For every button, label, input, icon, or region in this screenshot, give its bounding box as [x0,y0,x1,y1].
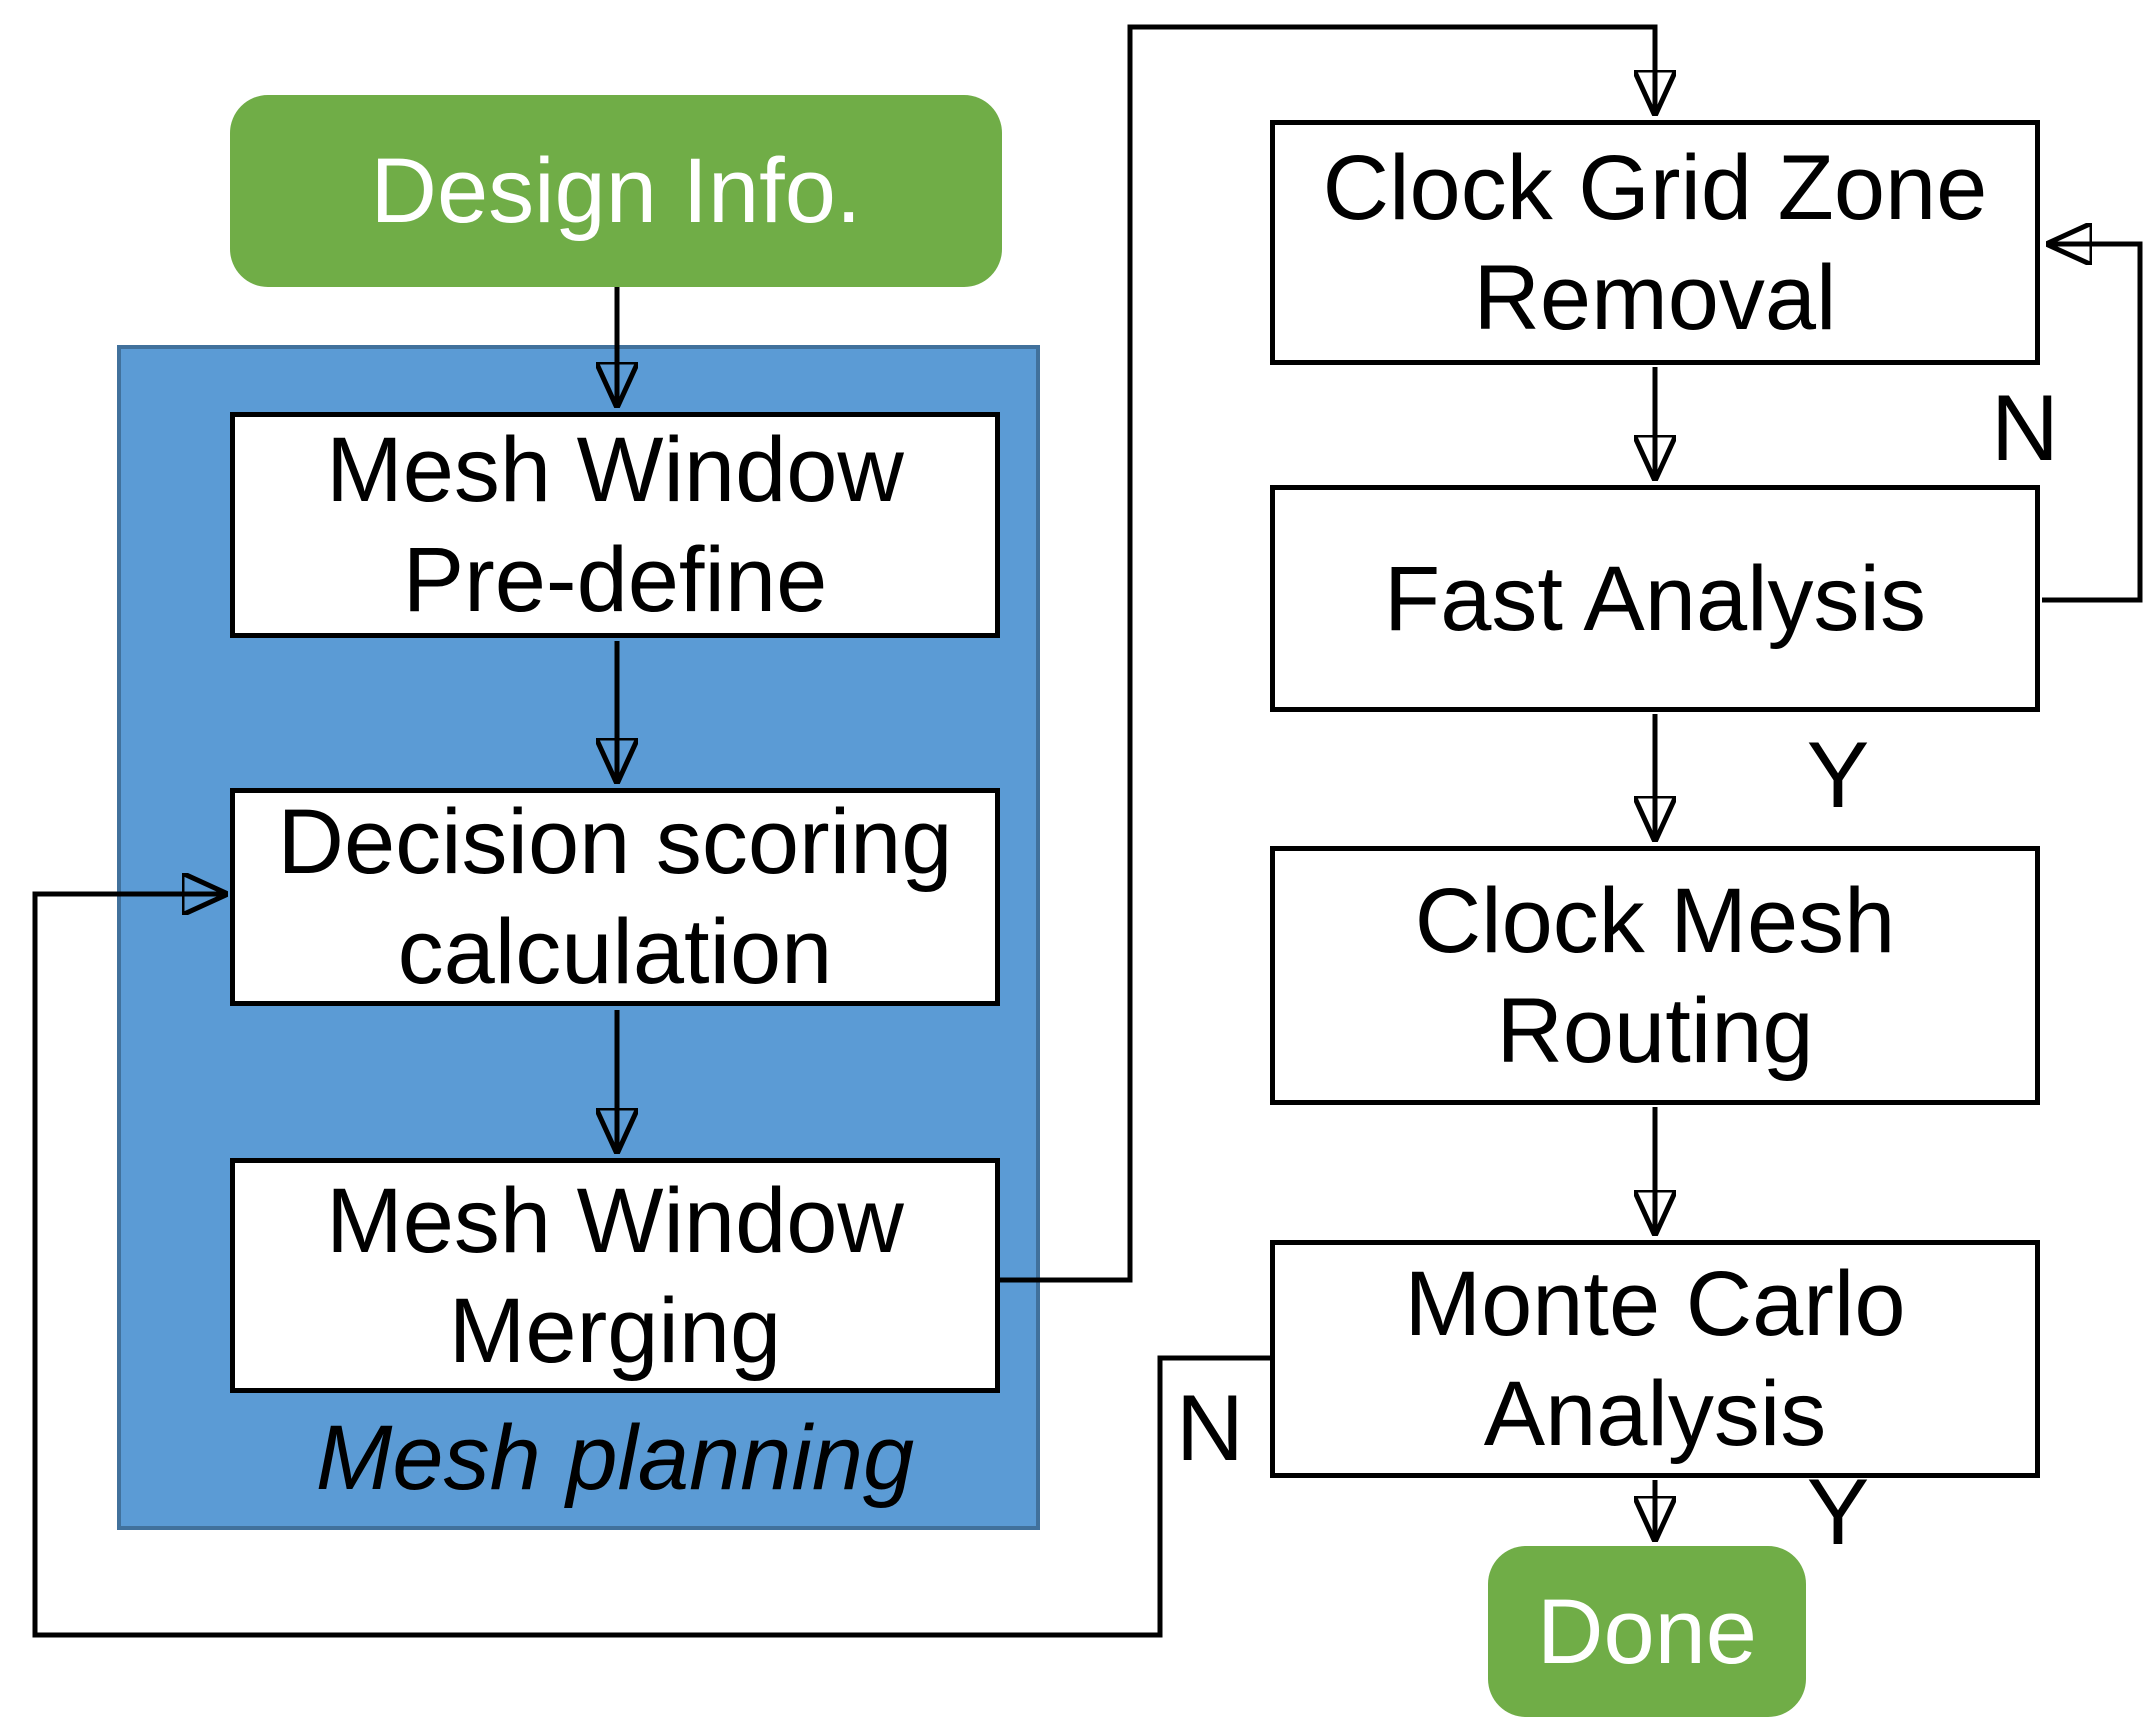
node-monte-carlo-analysis: Monte Carlo Analysis [1270,1240,2040,1478]
node-label-line: Merging [448,1279,782,1382]
mesh-planning-group-label: Mesh planning [315,1407,915,1509]
node-label-line: Mesh Window [326,419,904,521]
node-clock-grid-zone-removal: Clock Grid Zone Removal [1270,120,2040,365]
node-label-line: Fast Analysis [1384,547,1926,650]
node-clock-mesh-routing: Clock Mesh Routing [1270,846,2040,1105]
edge-label-fast-analysis-no: N [1991,375,2059,480]
node-label-line: Removal [1473,246,1837,349]
node-mesh-window-predefine: Mesh Window Pre-define [230,412,1000,638]
node-label-line: Routing [1496,979,1814,1082]
node-label-line: Mesh Window [326,1169,904,1272]
node-label-line: calculation [397,901,833,1003]
node-done: Done [1488,1546,1806,1717]
node-label-line: Pre-define [402,529,828,631]
node-decision-scoring-calculation: Decision scoring calculation [230,788,1000,1006]
node-label-line: Decision scoring [277,791,953,893]
node-design-info-label: Design Info. [370,140,862,242]
node-design-info: Design Info. [230,95,1002,287]
edge-label-monte-carlo-yes: Y [1806,1459,1870,1564]
node-label-line: Monte Carlo [1404,1253,1906,1355]
node-done-label: Done [1537,1580,1757,1683]
edge-label-fast-analysis-yes: Y [1806,722,1870,827]
node-mesh-window-merging: Mesh Window Merging [230,1158,1000,1393]
edge-label-monte-carlo-no: N [1176,1375,1244,1480]
node-label-line: Analysis [1483,1363,1827,1465]
node-fast-analysis: Fast Analysis [1270,485,2040,712]
node-label-line: Clock Grid Zone [1322,136,1988,239]
node-label-line: Clock Mesh [1414,869,1896,972]
